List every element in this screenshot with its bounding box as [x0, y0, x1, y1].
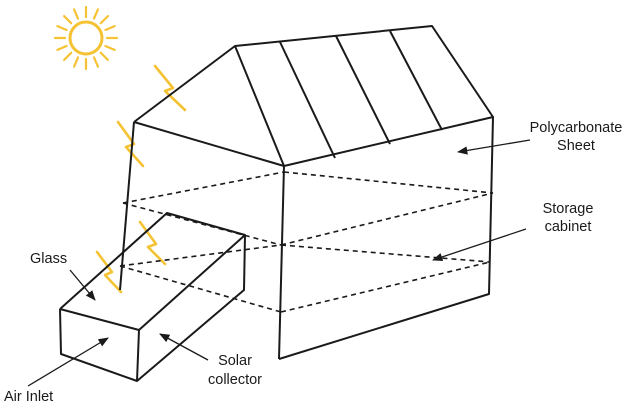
label-glass: Glass	[30, 251, 67, 267]
label-solar-line1: Solar	[218, 353, 252, 369]
lightning-bolt-icon	[95, 250, 123, 294]
storage-shelves	[119, 171, 494, 313]
label-polycarbonate-line1: Polycarbonate	[530, 120, 623, 136]
sun-ray	[62, 51, 73, 62]
sun-ray	[99, 15, 110, 25]
lightning-bolt-icon	[153, 64, 187, 112]
label-solar-line2: collector	[208, 372, 262, 388]
sun-ray	[92, 56, 100, 68]
solar-collector	[59, 212, 246, 382]
sun-ray	[92, 8, 100, 20]
label-polycarbonate-line2: Sheet	[557, 138, 595, 154]
sun-ray	[99, 51, 110, 62]
callout-arrows	[27, 139, 531, 387]
greenhouse-structure	[119, 25, 494, 360]
sun-ray	[72, 56, 80, 68]
sun-ray	[72, 8, 80, 20]
label-air-inlet: Air Inlet	[4, 389, 53, 405]
sun-ray	[104, 44, 116, 52]
lightning-bolt-icon	[116, 120, 145, 168]
sun-ray	[56, 25, 68, 32]
sun-ray	[62, 15, 73, 25]
label-storage-line2: cabinet	[545, 219, 592, 235]
sun-ray	[56, 44, 68, 52]
label-storage-line1: Storage	[543, 201, 594, 217]
lightning-bolt-icon	[138, 220, 167, 266]
sun-icon	[53, 5, 119, 71]
sun-ray	[104, 25, 116, 32]
